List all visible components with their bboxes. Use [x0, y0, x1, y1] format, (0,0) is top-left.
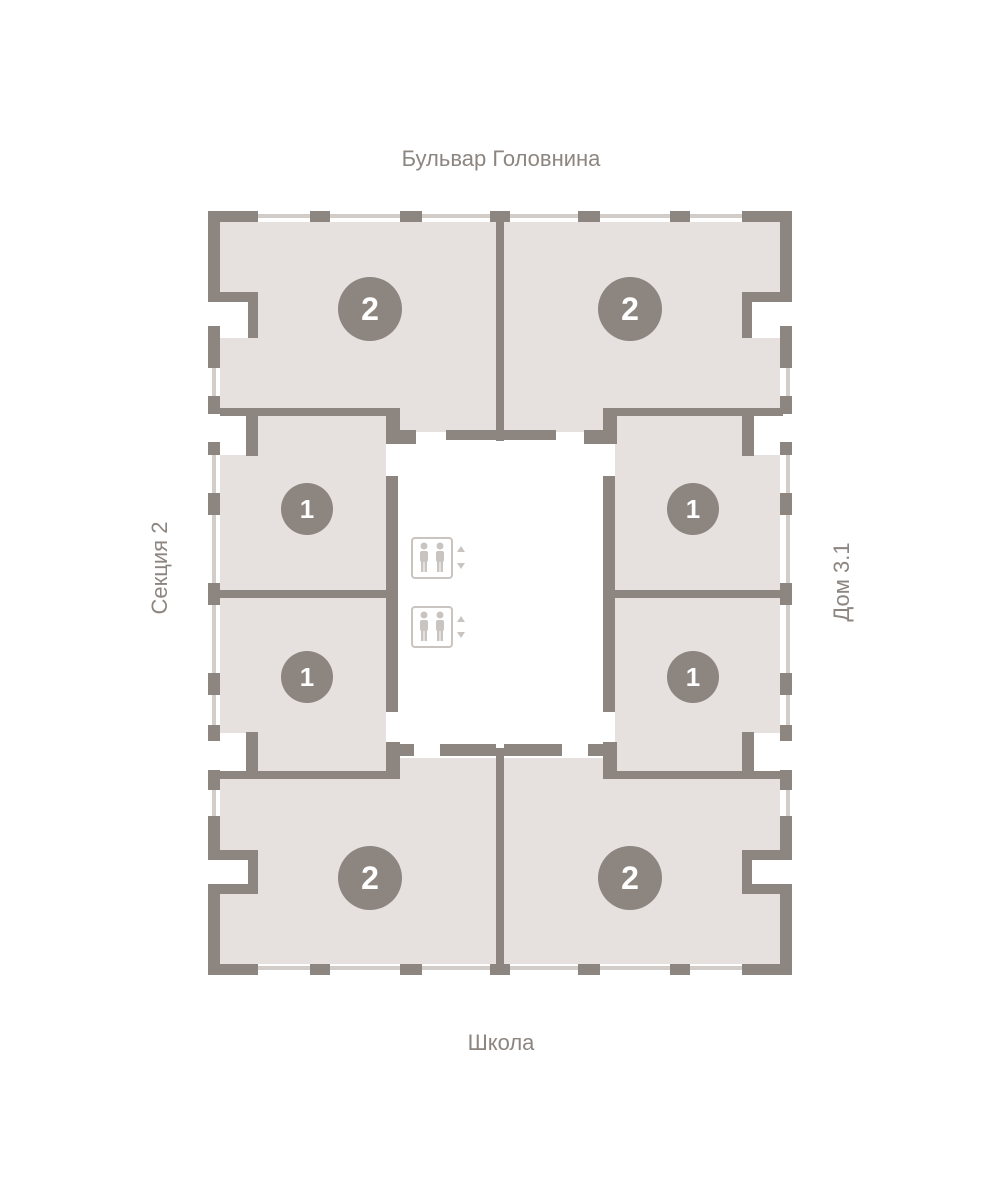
- svg-text:1: 1: [686, 494, 700, 524]
- room-badge-top-left[interactable]: 2: [338, 277, 402, 341]
- arrow-up-icon: [457, 546, 465, 552]
- elevator-icon: [420, 542, 444, 572]
- arrow-down-icon: [457, 563, 465, 569]
- room-badge-mid-right-upper[interactable]: 1: [667, 483, 719, 535]
- room-badge-bottom-left[interactable]: 2: [338, 846, 402, 910]
- walls: [208, 211, 792, 975]
- elevator-icon: [420, 611, 444, 641]
- street-label-top: Бульвар Головнина: [401, 146, 601, 171]
- arrow-up-icon: [457, 616, 465, 622]
- room-badge-mid-left-upper[interactable]: 1: [281, 483, 333, 535]
- svg-text:1: 1: [686, 662, 700, 692]
- svg-text:1: 1: [300, 494, 314, 524]
- svg-text:1: 1: [300, 662, 314, 692]
- svg-text:2: 2: [621, 860, 639, 896]
- svg-text:2: 2: [621, 291, 639, 327]
- elevator-lower: [411, 606, 465, 648]
- room-badge-mid-left-lower[interactable]: 1: [281, 651, 333, 703]
- windows: [212, 214, 790, 970]
- room-badge-mid-right-lower[interactable]: 1: [667, 651, 719, 703]
- svg-text:2: 2: [361, 860, 379, 896]
- street-label-bottom: Школа: [467, 1030, 535, 1055]
- arrow-down-icon: [457, 632, 465, 638]
- room-badge-bottom-right[interactable]: 2: [598, 846, 662, 910]
- room-badge-top-right[interactable]: 2: [598, 277, 662, 341]
- elevator-upper: [411, 537, 465, 579]
- svg-text:2: 2: [361, 291, 379, 327]
